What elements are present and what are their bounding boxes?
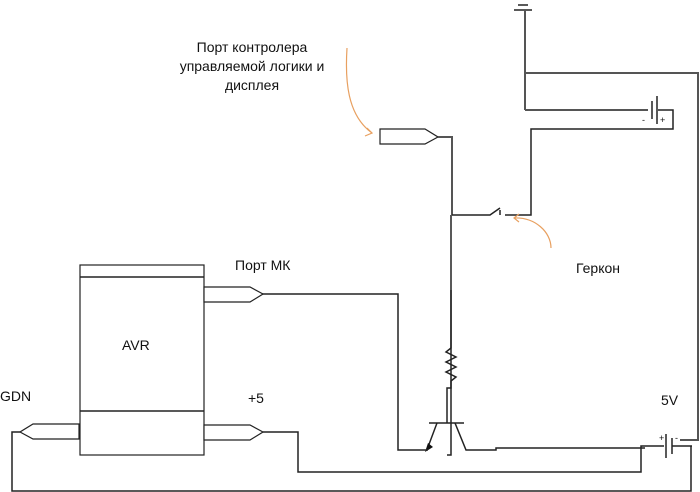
port-controller-connector[interactable]	[379, 128, 453, 215]
wire-port-mk	[262, 293, 428, 451]
label-port-controller-line3: дисплея	[225, 77, 279, 93]
label-plus5: +5	[248, 390, 264, 406]
gdn-connector[interactable]	[18, 423, 80, 440]
label-port-mk: Порт МК	[235, 257, 291, 273]
wire-battery-to-gerkon	[505, 109, 674, 216]
annotation-arrow-gerkon	[513, 217, 552, 249]
battery-5v-plus: +	[659, 433, 664, 443]
transistor	[425, 413, 645, 452]
battery-5v: + -	[659, 433, 692, 458]
annotation-arrow-port	[345, 47, 373, 134]
battery-top-minus: -	[642, 115, 645, 125]
port-mk-connector[interactable]	[203, 286, 265, 303]
battery-top-plus: +	[660, 115, 665, 125]
wire-top-right	[525, 72, 699, 441]
annotation-arrowhead-port	[364, 127, 374, 137]
label-gdn: GDN	[0, 388, 31, 404]
annotation-arrowhead-gerkon	[513, 213, 520, 223]
ground-symbol	[514, 4, 532, 110]
wire-gdn	[11, 431, 692, 492]
wire-plus5	[263, 431, 664, 473]
label-port-controller-line1: Порт контролера	[197, 39, 308, 55]
plus5-connector[interactable]	[203, 424, 265, 441]
label-port-controller-line2: управляемой логики и	[180, 58, 325, 74]
battery-top: - +	[642, 96, 665, 125]
label-avr: AVR	[122, 337, 150, 353]
reed-switch	[447, 207, 501, 456]
resistor	[444, 290, 458, 413]
battery-5v-minus: -	[675, 433, 678, 443]
label-gerkon: Геркон	[576, 260, 620, 276]
avr-chip	[79, 264, 205, 456]
label-5v: 5V	[661, 392, 679, 408]
